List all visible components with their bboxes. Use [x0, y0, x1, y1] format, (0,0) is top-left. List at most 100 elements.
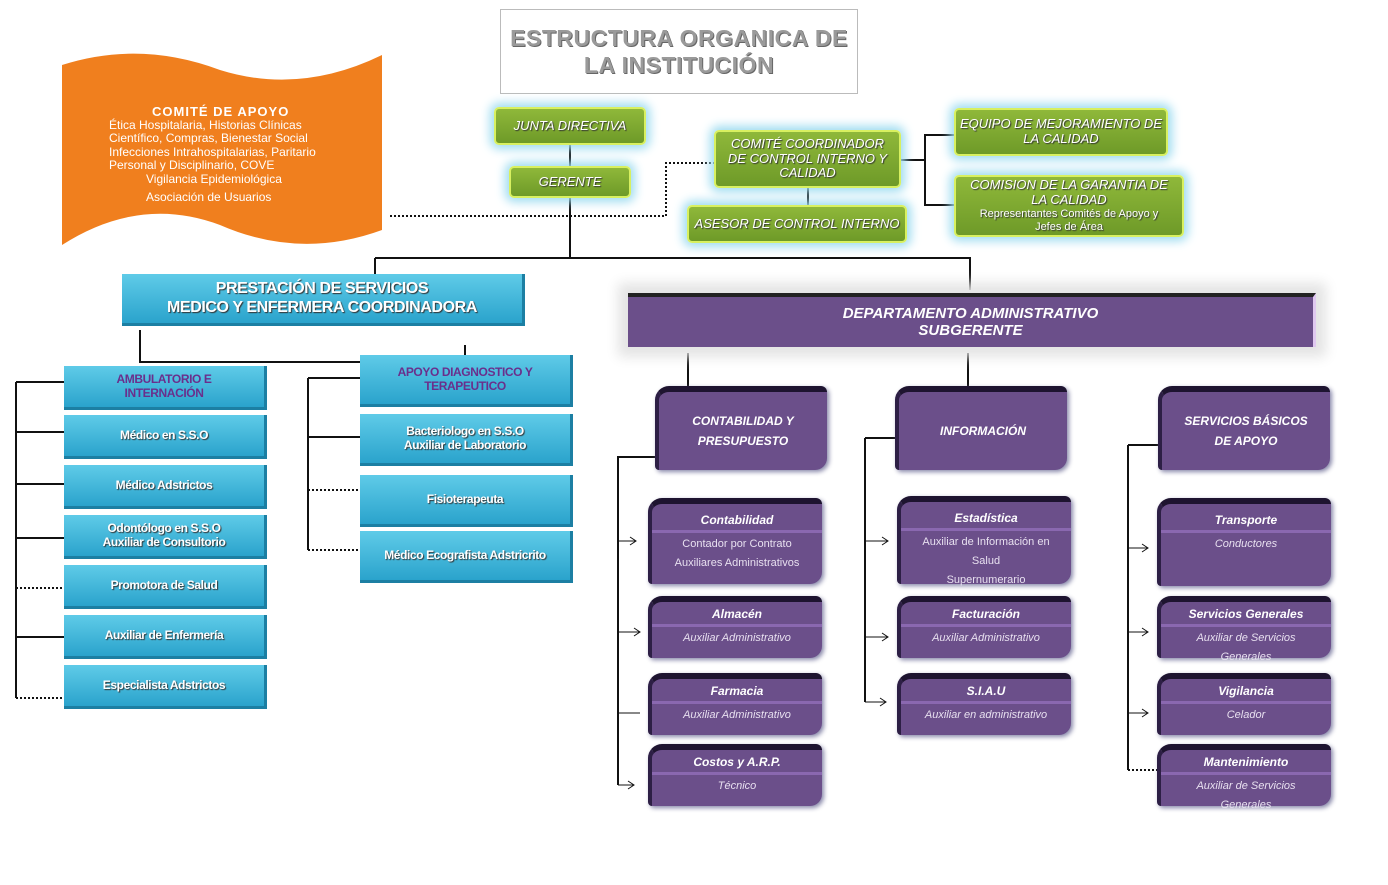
label: CALIDAD: [779, 165, 836, 181]
label: Auxiliar de Enfermería: [104, 627, 224, 642]
label: LA INSTITUCIÓN: [583, 51, 775, 78]
comite-apoyo-shape: [62, 53, 382, 245]
label: Técnico: [717, 779, 757, 792]
unit-box: Costos y A.R.P. Técnico: [648, 744, 822, 806]
label: Auxiliar Administrativo: [932, 631, 1040, 644]
label: DEPARTAMENTO ADMINISTRATIVO: [842, 304, 1099, 322]
column-header: SERVICIOS BÁSICOS DE APOYO: [1158, 386, 1330, 470]
label: Personal y Disciplinario, COVE: [109, 158, 275, 173]
unit-title: Farmacia: [652, 684, 822, 704]
unit-title: Facturación: [901, 607, 1071, 627]
label: Auxiliar en administrativo: [924, 708, 1048, 721]
unit-title: Costos y A.R.P.: [652, 755, 822, 775]
label: Médico en S.S.O: [119, 427, 209, 442]
label: ESTRUCTURA ORGANICA DE: [510, 25, 848, 52]
label: GERENTE: [538, 173, 602, 189]
label: Bacteriologo en S.S.O: [406, 423, 524, 438]
label: PRESTACIÓN DE SERVICIOS: [215, 280, 429, 298]
unit-title: Mantenimiento: [1161, 755, 1331, 775]
label: Odontólogo en S.S.O: [107, 520, 221, 535]
label: Promotora de Salud: [110, 577, 218, 592]
ambulatorio-item: Auxiliar de Enfermería: [64, 615, 267, 659]
unit-title: Servicios Generales: [1161, 607, 1331, 627]
label: LA CALIDAD: [1031, 192, 1107, 208]
label: EQUIPO DE MEJORAMIENTO DE: [959, 116, 1162, 132]
ambulatorio-item: Médico en S.S.O: [64, 415, 267, 459]
label: SERVICIOS BÁSICOS: [1184, 414, 1308, 428]
label: Representantes Comités de Apoyo y: [979, 208, 1159, 221]
label: AMBULATORIO E: [116, 371, 212, 386]
label: Ética Hospitalaria, Historias Clínicas: [109, 117, 302, 132]
label: LA CALIDAD: [1023, 131, 1099, 146]
label: Auxiliar Administrativo: [683, 631, 791, 644]
label: Médico Adstrictos: [115, 477, 213, 492]
unit-title: Vigilancia: [1161, 684, 1331, 704]
label: SUBGERENTE: [918, 322, 1023, 339]
column-header: INFORMACIÓN: [895, 386, 1067, 470]
label: Vigilancia Epidemiológica: [146, 171, 282, 186]
column-header: CONTABILIDAD Y PRESUPUESTO: [655, 386, 827, 470]
label: Auxiliar de Consultorio: [102, 534, 226, 549]
label: Auxiliar de Servicios: [1196, 779, 1296, 792]
label: Auxiliar de Laboratorio: [403, 437, 527, 452]
unit-title: S.I.A.U: [901, 684, 1071, 704]
label: Conductores: [1214, 537, 1278, 550]
label: Fisioterapeuta: [426, 491, 504, 506]
unit-title: Estadística: [901, 511, 1071, 531]
label: JUNTA DIRECTIVA: [513, 117, 627, 133]
label: Asociación de Usuarios: [146, 190, 272, 205]
junta-directiva-box: JUNTA DIRECTIVA: [494, 107, 646, 145]
ambulatorio-item: Especialista Adstrictos: [64, 665, 267, 709]
label: Supernumerario: [946, 573, 1026, 586]
label: DE CONTROL INTERNO Y: [727, 150, 888, 166]
label: COMISION DE LA GARANTIA DE: [970, 177, 1168, 193]
label: Contador por Contrato: [682, 537, 792, 550]
unit-title: Almacén: [652, 607, 822, 627]
label: Generales: [1220, 798, 1272, 811]
unit-box: S.I.A.U Auxiliar en administrativo: [897, 673, 1071, 735]
label: ASESOR DE CONTROL INTERNO: [694, 215, 900, 231]
label: Auxiliar Administrativo: [683, 708, 791, 721]
label: Auxiliares Administrativos: [674, 556, 800, 569]
label: Científico, Compras, Bienestar Social: [109, 131, 308, 146]
gerente-box: GERENTE: [509, 166, 631, 198]
ambulatorio-item: Médico Adstrictos: [64, 465, 267, 509]
label: Generales: [1220, 650, 1272, 663]
label: COMITÉ COORDINADOR: [730, 135, 885, 151]
label: APOYO DIAGNOSTICO Y: [397, 364, 533, 379]
label: DE APOYO: [1214, 434, 1278, 448]
label: Auxiliar de Información en: [922, 535, 1050, 548]
ambulatorio-item: Promotora de Salud: [64, 565, 267, 609]
unit-title: Transporte: [1161, 513, 1331, 533]
label: Jefes de Área: [1035, 220, 1103, 233]
label: Auxiliar de Servicios: [1196, 631, 1296, 644]
label: TERAPEUTICO: [424, 378, 506, 393]
label: CONTABILIDAD Y: [692, 414, 794, 428]
label: Médico Ecografista Adstricrito: [384, 547, 546, 562]
label: INFORMACIÓN: [940, 424, 1026, 438]
apoyo-item: Fisioterapeuta: [360, 475, 573, 527]
label: PRESUPUESTO: [697, 434, 789, 448]
label: Celador: [1226, 708, 1266, 721]
label: Especialista Adstrictos: [102, 677, 226, 692]
unit-title: Contabilidad: [652, 513, 822, 533]
asesor-control-interno-box: ASESOR DE CONTROL INTERNO: [687, 205, 907, 243]
